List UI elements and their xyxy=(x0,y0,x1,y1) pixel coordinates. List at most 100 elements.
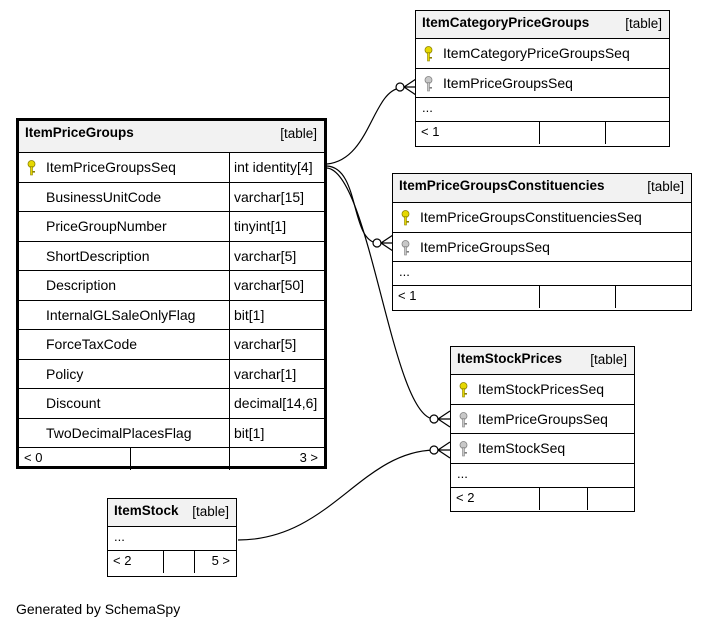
parents-count: < 1 xyxy=(421,124,440,139)
column-name: Description xyxy=(46,277,117,293)
parents-count: < 1 xyxy=(398,288,417,303)
column-row: Description varchar[50] xyxy=(19,270,324,301)
table-tag: [table] xyxy=(280,126,317,141)
parents-count: < 2 xyxy=(113,553,132,568)
column-type: varchar[15] xyxy=(234,188,305,205)
column-name: BusinessUnitCode xyxy=(46,188,162,205)
edge-price-groups-to-stock-prices xyxy=(326,167,435,420)
column-type: bit[1] xyxy=(234,424,265,441)
column-type: varchar[50] xyxy=(234,277,305,293)
table-footer: < 1 xyxy=(416,122,669,144)
column-name: ItemStockSeq xyxy=(478,440,566,456)
column-row: ShortDescription varchar[5] xyxy=(19,240,324,271)
foreign-key-icon xyxy=(424,75,433,91)
column-name: ItemPriceGroupsSeq xyxy=(420,238,550,255)
column-row: ItemCategoryPriceGroupsSeq xyxy=(416,39,669,69)
column-name: PriceGroupNumber xyxy=(46,218,167,234)
column-type: int identity[4] xyxy=(234,159,313,175)
column-row: BusinessUnitCode varchar[15] xyxy=(19,181,324,212)
column-row: PriceGroupNumber tinyint[1] xyxy=(19,211,324,242)
primary-key-icon xyxy=(401,210,410,226)
column-row: ItemPriceGroupsSeq int identity[4] xyxy=(19,152,324,183)
column-name: ItemCategoryPriceGroupsSeq xyxy=(443,45,630,61)
column-type: varchar[5] xyxy=(234,336,297,352)
parents-count: < 2 xyxy=(456,489,475,505)
table-item-stock-prices[interactable]: ItemStockPrices [table] ItemStockPricesS… xyxy=(450,346,635,512)
column-type: varchar[5] xyxy=(234,247,297,264)
table-item-price-groups[interactable]: ItemPriceGroups [table] ItemPriceGroupsS… xyxy=(16,118,327,470)
column-row: ForceTaxCode varchar[5] xyxy=(19,329,324,360)
column-type: tinyint[1] xyxy=(234,218,287,234)
column-row: ItemPriceGroupsSeq xyxy=(451,405,634,434)
column-name: ItemPriceGroupsConstituenciesSeq xyxy=(420,209,642,225)
column-type: varchar[1] xyxy=(234,365,297,382)
column-row: TwoDecimalPlacesFlag bit[1] xyxy=(19,417,324,448)
column-type: bit[1] xyxy=(234,306,265,323)
crows-foot-constituencies xyxy=(380,234,394,252)
children-count: 3 > xyxy=(299,450,318,465)
more-columns: ... xyxy=(108,527,236,551)
table-header: ItemPriceGroups [table] xyxy=(19,121,324,153)
table-item-price-groups-constituencies[interactable]: ItemPriceGroupsConstituencies [table] It… xyxy=(392,173,692,311)
crows-foot-stock-prices-a xyxy=(437,410,451,428)
foreign-key-icon xyxy=(459,411,468,427)
column-name: InternalGLSaleOnlyFlag xyxy=(46,306,196,323)
crows-foot-stock-prices-b xyxy=(437,441,451,459)
table-tag: [table] xyxy=(647,179,684,194)
table-footer: < 2 5 > xyxy=(108,551,236,573)
edge-price-groups-to-category xyxy=(326,87,401,165)
children-count: 5 > xyxy=(211,553,230,568)
primary-key-icon xyxy=(424,46,433,62)
more-columns: ... xyxy=(451,464,634,488)
column-row: ItemPriceGroupsSeq xyxy=(416,69,669,98)
column-name: ShortDescription xyxy=(46,247,150,264)
primary-key-icon xyxy=(459,382,468,398)
zero-marker-stock-prices-b xyxy=(429,445,439,455)
more-columns: ... xyxy=(393,262,691,286)
column-row: Discount decimal[14,6] xyxy=(19,388,324,419)
column-row: ItemPriceGroupsConstituenciesSeq xyxy=(393,203,691,233)
column-name: Discount xyxy=(46,395,101,411)
column-row: ItemStockPricesSeq xyxy=(451,375,634,405)
table-footer: < 2 xyxy=(451,487,634,510)
column-name: ItemPriceGroupsSeq xyxy=(478,410,608,427)
table-header: ItemCategoryPriceGroups [table] xyxy=(416,11,669,39)
foreign-key-icon xyxy=(459,441,468,457)
table-header: ItemStockPrices [table] xyxy=(451,347,634,375)
parents-count: < 0 xyxy=(24,450,43,465)
more-columns: ... xyxy=(416,98,669,122)
table-footer: < 1 xyxy=(393,286,691,308)
column-name: ItemPriceGroupsSeq xyxy=(443,74,573,91)
column-row: ItemPriceGroupsSeq xyxy=(393,233,691,262)
primary-key-icon xyxy=(27,160,36,176)
column-name: TwoDecimalPlacesFlag xyxy=(46,424,192,441)
crows-foot-category xyxy=(403,78,417,96)
table-header: ItemStock [table] xyxy=(108,499,236,527)
table-item-stock[interactable]: ItemStock [table] ... < 2 5 > xyxy=(107,498,237,577)
table-name: ItemStockPrices xyxy=(457,351,563,366)
column-name: Policy xyxy=(46,365,84,382)
column-row: ItemStockSeq xyxy=(451,434,634,464)
column-type: decimal[14,6] xyxy=(234,395,318,411)
table-item-category-price-groups[interactable]: ItemCategoryPriceGroups [table] ItemCate… xyxy=(415,10,670,147)
generated-by-label: Generated by SchemaSpy xyxy=(16,601,181,617)
column-name: ForceTaxCode xyxy=(46,336,138,352)
zero-marker-stock-prices-a xyxy=(429,414,439,424)
column-name: ItemStockPricesSeq xyxy=(478,381,605,397)
edge-stock-to-stock-prices xyxy=(237,449,435,541)
table-name: ItemPriceGroups xyxy=(25,125,134,140)
column-row: Policy varchar[1] xyxy=(19,358,324,389)
table-name: ItemStock xyxy=(114,503,179,518)
table-name: ItemPriceGroupsConstituencies xyxy=(399,178,605,193)
edge-price-groups-to-constituencies xyxy=(326,165,378,244)
table-tag: [table] xyxy=(590,352,627,367)
table-tag: [table] xyxy=(625,16,662,31)
table-header: ItemPriceGroupsConstituencies [table] xyxy=(393,174,691,203)
zero-marker-category xyxy=(395,82,405,92)
column-row: InternalGLSaleOnlyFlag bit[1] xyxy=(19,299,324,330)
zero-marker-constituencies xyxy=(372,238,382,248)
table-name: ItemCategoryPriceGroups xyxy=(422,15,590,30)
table-footer: < 0 3 > xyxy=(19,448,324,470)
